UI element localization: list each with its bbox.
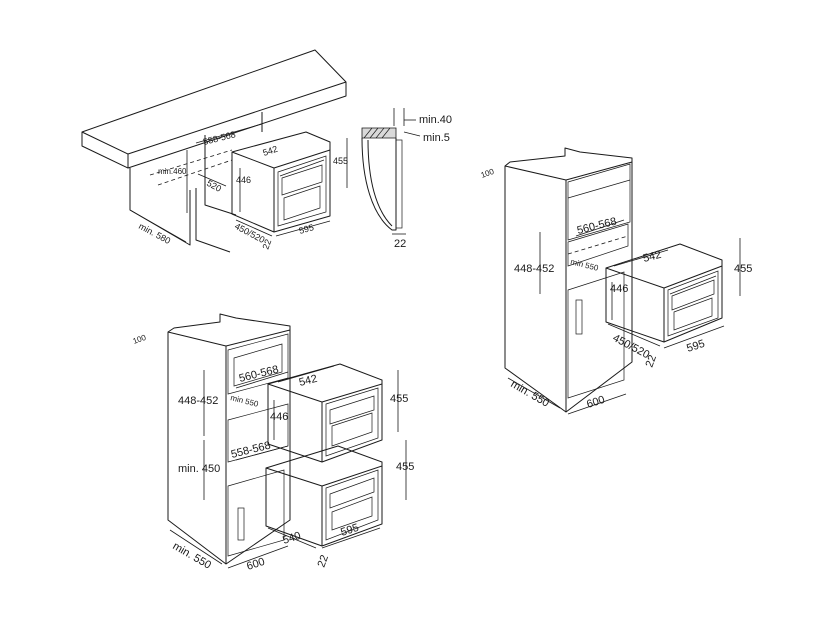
upper-oven-column-left — [267, 363, 383, 463]
label-446-right: 446 — [610, 283, 628, 295]
door-profile — [361, 137, 397, 231]
label-446-left: 446 — [270, 411, 288, 423]
oven-column-right — [605, 243, 723, 343]
label-450-520-right: 450/520 — [611, 332, 652, 361]
column-single-view: 100 560-568 448-452 min 550 542 446 455 … — [480, 147, 752, 415]
profile-view: min.40 min.5 22 — [361, 108, 452, 250]
label-min460: min.460 — [158, 167, 187, 176]
label-455-top: 455 — [333, 156, 348, 166]
label-min5: min.5 — [423, 132, 450, 144]
label-520-top: 520 — [205, 178, 223, 194]
label-100-right: 100 — [480, 167, 496, 180]
label-min450-left: min. 450 — [178, 463, 220, 475]
countertop — [81, 49, 347, 169]
label-450-520-top: 450/520 — [233, 221, 266, 245]
label-542-right: 542 — [642, 249, 663, 265]
label-100-left: 100 — [132, 333, 148, 346]
label-446-top: 446 — [236, 175, 251, 185]
label-min40: min.40 — [419, 114, 452, 126]
label-595-right: 595 — [685, 338, 706, 355]
label-455-right: 455 — [734, 263, 752, 275]
label-22-profile: 22 — [394, 238, 406, 250]
label-min550-small-left: min 550 — [230, 393, 260, 409]
oven-under-counter — [231, 131, 331, 233]
label-600-left: 600 — [245, 556, 266, 573]
column-double-view: 100 560-568 448-452 min 550 542 446 455 … — [132, 313, 414, 573]
under-counter-view: 558-568 min.460 520 min. 580 542 446 455… — [81, 49, 348, 253]
label-600-right: 600 — [585, 394, 606, 411]
label-min550-small-right: min 550 — [570, 257, 600, 273]
label-455-upper-left: 455 — [390, 393, 408, 405]
label-min550-left: min. 550 — [171, 540, 214, 571]
label-22-right: 22 — [644, 353, 659, 369]
label-448-452-right: 448-452 — [514, 263, 554, 275]
tall-column-left — [167, 313, 291, 565]
label-540-left: 540 — [281, 530, 302, 547]
label-22-top: 22 — [260, 238, 273, 251]
label-595-top: 595 — [298, 222, 315, 236]
label-455-lower-left: 455 — [396, 461, 414, 473]
label-542-left: 542 — [298, 373, 319, 389]
label-558-568-top: 558-568 — [202, 129, 236, 147]
lower-oven-column-left — [265, 445, 383, 547]
tall-column-right — [504, 147, 633, 413]
label-558-568-left: 558-568 — [230, 439, 272, 460]
label-448-452-left: 448-452 — [178, 395, 218, 407]
label-595-left: 595 — [339, 522, 360, 539]
label-542-top: 542 — [262, 144, 279, 158]
counter-section — [361, 127, 397, 139]
label-22-left: 22 — [316, 553, 331, 569]
label-min550-right: min. 550 — [509, 378, 552, 409]
